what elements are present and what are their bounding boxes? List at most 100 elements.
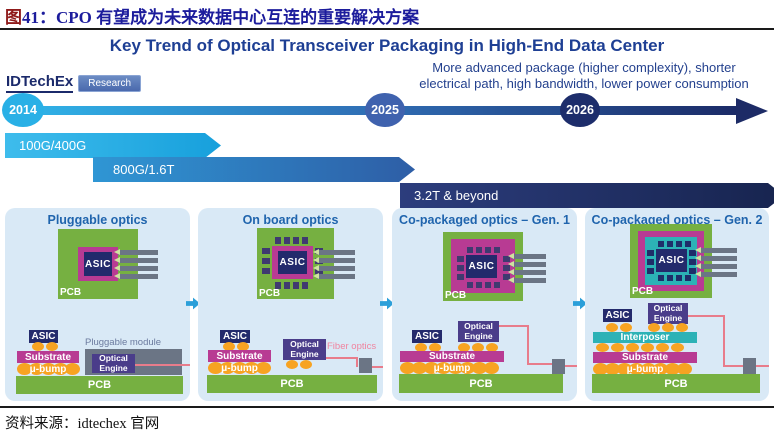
idtechex-logo: IDTechEx Research <box>6 73 142 93</box>
pcb-bar: PCB <box>207 375 377 393</box>
pluggable-module-label: Pluggable module <box>85 337 162 348</box>
chip-dot <box>676 275 682 281</box>
logo-wordmark: IDTechEx <box>6 73 74 93</box>
panel-title: On board optics <box>242 213 339 227</box>
chip-dot <box>457 265 464 271</box>
panel-pluggable-optics: Pluggable optics ASIC PCB ASIC Substrate… <box>5 208 190 401</box>
chip-dot <box>476 282 482 288</box>
top-divider <box>0 28 774 30</box>
chip-dot <box>494 247 500 253</box>
asic-chip: ASIC <box>278 251 307 274</box>
fiber-connector <box>359 358 372 373</box>
chip-dot <box>262 258 270 264</box>
chip-dot <box>647 250 654 256</box>
chip-dot <box>262 248 270 254</box>
substrate-box: Substrate <box>400 351 504 362</box>
bump-row <box>223 342 251 351</box>
roadmap-bar-100g-400g: 100G/400G <box>5 133 221 158</box>
pcb-bar: PCB <box>592 374 760 393</box>
chip-dot <box>685 275 691 281</box>
panel-title: Co-packaged optics – Gen. 1 <box>399 213 570 227</box>
fiber-line <box>135 364 190 366</box>
pcb-label: PCB <box>60 287 82 298</box>
connector-pin-icon <box>695 271 737 277</box>
chip-dot <box>503 265 510 271</box>
chip-dot <box>647 268 654 274</box>
bump-row <box>286 360 314 369</box>
fiber-connector <box>743 358 756 374</box>
chip-dot <box>457 274 464 280</box>
ubump-band: μ-bump <box>208 362 271 374</box>
fiber-line <box>527 363 552 365</box>
connector-pin-icon <box>508 253 546 259</box>
bottom-divider <box>0 406 774 408</box>
substrate-box: Substrate <box>208 350 271 362</box>
next-stage-arrow-icon <box>380 297 394 310</box>
chip-dot <box>689 268 696 274</box>
fiber-line <box>326 357 358 359</box>
chip-dot <box>293 282 299 289</box>
source-note: 资料来源：idtechex 官网 <box>5 416 160 432</box>
chip-dot <box>476 247 482 253</box>
ubump-label: μ-bump <box>29 363 67 375</box>
pcb-label: PCB <box>445 290 467 301</box>
fiber-line <box>527 325 529 365</box>
bump-row <box>458 343 500 352</box>
trend-note: More advanced package (higher complexity… <box>400 60 768 92</box>
fiber-line <box>372 366 383 368</box>
bump-row <box>606 323 634 332</box>
chip-dot <box>262 268 270 274</box>
chip-dot <box>667 241 673 247</box>
asic-chip: ASIC <box>84 252 112 276</box>
asic-box: ASIC <box>412 330 442 343</box>
chip-dot <box>275 237 281 244</box>
ubump-label: μ-bump <box>626 363 664 375</box>
chip-dot <box>494 282 500 288</box>
chip-dot <box>284 282 290 289</box>
interposer-box: Interposer <box>593 332 697 343</box>
chip-dot <box>689 250 696 256</box>
chip-dot <box>485 282 491 288</box>
timeline-year-2014: 2014 <box>2 93 44 127</box>
chip-dot <box>667 275 673 281</box>
connector-pin-icon <box>114 249 158 255</box>
chip-dot <box>503 256 510 262</box>
connector-pin-icon <box>313 249 355 255</box>
chip-dot <box>647 259 654 265</box>
fiber-line <box>723 315 725 367</box>
trend-note-line1: More advanced package (higher complexity… <box>432 60 736 75</box>
bump-row <box>415 343 443 352</box>
chip-dot <box>689 259 696 265</box>
roadmap-bar-800g-1-6t: 800G/1.6T <box>93 157 415 182</box>
slide-title: Key Trend of Optical Transceiver Packagi… <box>109 36 665 55</box>
caption-text: 41：CPO 有望成为未来数据中心互连的重要解决方案 <box>22 8 420 27</box>
figure-caption: 图41：CPO 有望成为未来数据中心互连的重要解决方案 <box>5 3 419 28</box>
trend-note-line2: electrical path, high bandwidth, lower p… <box>419 76 749 91</box>
substrate-box: Substrate <box>593 352 697 363</box>
next-stage-arrow-icon <box>573 297 587 310</box>
ubump-label: μ-bump <box>221 362 258 374</box>
asic-chip: ASIC <box>656 249 687 272</box>
fiber-line <box>723 365 743 367</box>
connector-pin-icon <box>114 265 158 271</box>
chip-dot <box>467 247 473 253</box>
substrate-box: Substrate <box>17 351 79 363</box>
bump-row <box>32 342 60 351</box>
panel-title: Pluggable optics <box>47 213 148 227</box>
bump-row <box>596 343 686 352</box>
fiber-line <box>756 365 769 367</box>
asic-box: ASIC <box>603 309 632 322</box>
connector-pin-icon <box>313 257 355 263</box>
ubump-band: μ-bump <box>17 363 80 375</box>
pcb-label: PCB <box>259 288 281 299</box>
asic-box: ASIC <box>220 330 250 343</box>
chip-dot <box>284 237 290 244</box>
panel-on-board-optics: On board optics ASIC PCB ASIC Substrate … <box>198 208 383 401</box>
logo-research-badge: Research <box>78 74 142 92</box>
chip-dot <box>302 282 308 289</box>
chip-dot <box>302 237 308 244</box>
connector-pin-icon <box>114 273 158 279</box>
panel-co-packaged-gen1: Co-packaged optics – Gen. 1 ASIC PCB Opt… <box>392 208 577 401</box>
fiber-line <box>565 365 577 367</box>
